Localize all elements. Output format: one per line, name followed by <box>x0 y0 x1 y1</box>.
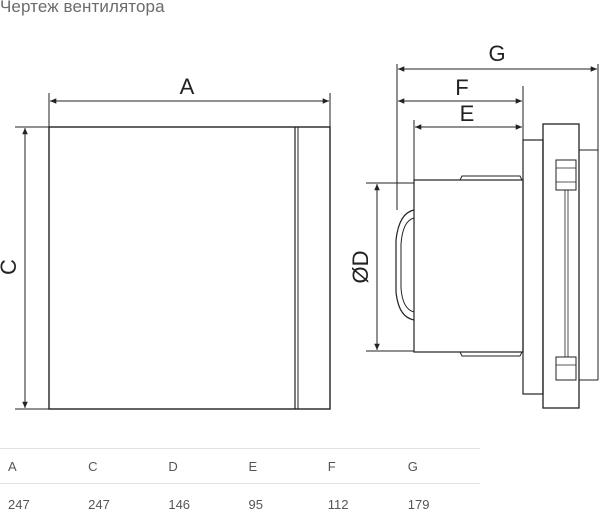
side-motor-body <box>414 180 523 352</box>
dimension-d-label: ØD <box>348 251 373 284</box>
header-c: C <box>80 449 160 484</box>
value-a: 247 <box>0 484 80 524</box>
dimension-f-label: F <box>455 75 468 100</box>
value-d: 146 <box>160 484 240 524</box>
value-c: 247 <box>80 484 160 524</box>
side-view: G F E ØD <box>348 41 598 408</box>
dimensions-table-header-row: A C D E F G <box>0 449 480 484</box>
header-e: E <box>241 449 320 484</box>
header-g: G <box>400 449 480 484</box>
front-view: A C <box>0 74 330 409</box>
dimensions-table: A C D E F G 247 247 146 95 112 179 <box>0 448 480 524</box>
header-d: D <box>160 449 240 484</box>
dimensions-table-values-row: 247 247 146 95 112 179 <box>0 484 480 524</box>
fan-technical-drawing: A C <box>0 0 600 440</box>
value-f: 112 <box>320 484 400 524</box>
dimension-a-label: A <box>180 74 195 99</box>
dimension-e-label: E <box>460 101 475 126</box>
side-flange <box>523 140 543 394</box>
dimension-c-label: C <box>0 259 21 275</box>
value-g: 179 <box>400 484 480 524</box>
header-a: A <box>0 449 80 484</box>
front-panel <box>49 127 330 409</box>
header-f: F <box>320 449 400 484</box>
dimension-g-label: G <box>488 41 505 66</box>
value-e: 95 <box>241 484 320 524</box>
